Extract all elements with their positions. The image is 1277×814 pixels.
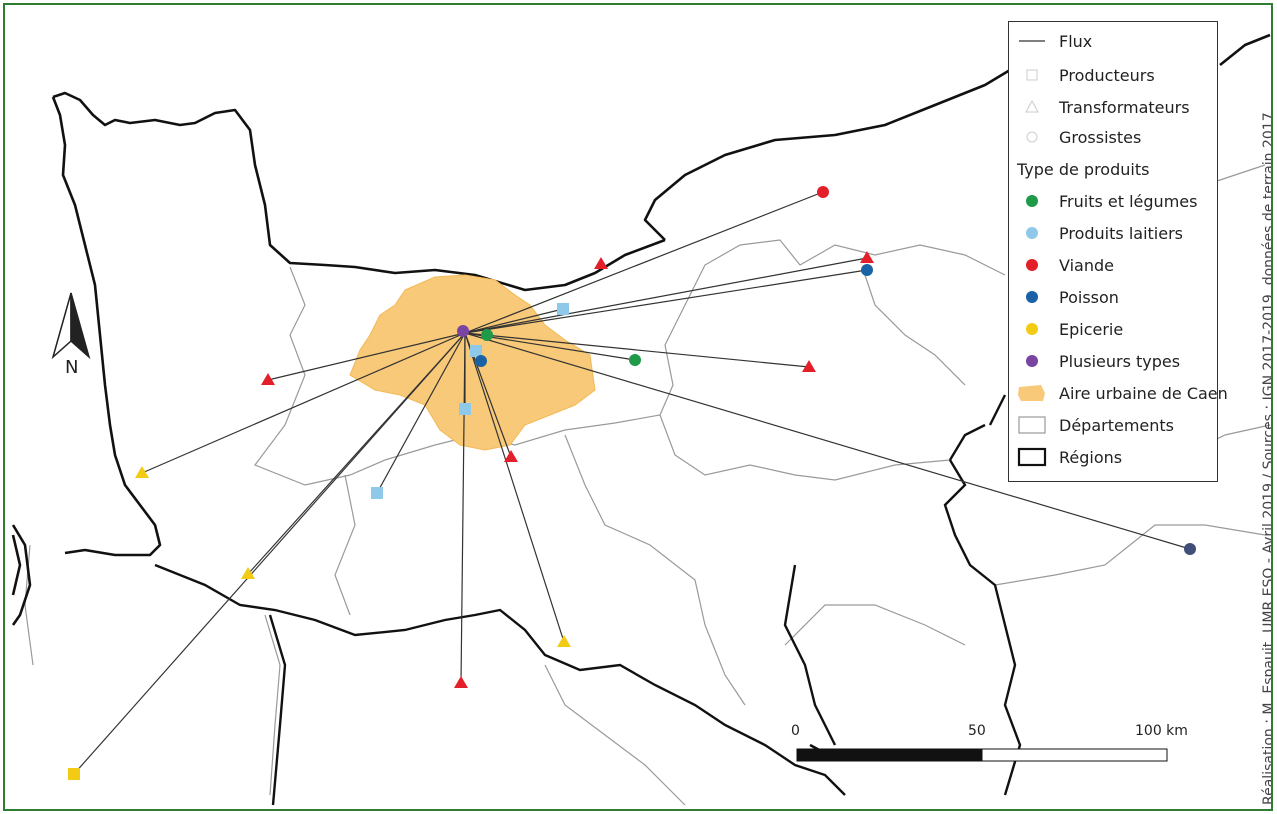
legend-laitiers-label: Produits laitiers — [1059, 223, 1183, 243]
actor-epicerie-4 — [557, 635, 571, 647]
actor-plusieurs-2 — [1184, 543, 1196, 555]
scale-label-end: 100 km — [1135, 723, 1188, 739]
legend-departements: Départements — [1017, 410, 1174, 440]
legend-fruits-label: Fruits et légumes — [1059, 191, 1198, 211]
legend-aire: Aire urbaine de Caen — [1017, 378, 1228, 408]
legend-plusieurs-label: Plusieurs types — [1059, 351, 1181, 371]
legend-epicerie-label: Epicerie — [1059, 319, 1124, 339]
scale-label-zero: 0 — [791, 723, 800, 739]
legend-poisson: Poisson — [1017, 282, 1119, 312]
legend-producteurs: Producteurs — [1017, 60, 1155, 90]
actors — [68, 186, 1196, 780]
aire-patch-icon — [1018, 385, 1045, 401]
poisson-dot-icon — [1026, 291, 1038, 303]
actor-laitiers-3 — [459, 403, 471, 415]
north-label: N — [65, 357, 79, 378]
regions-box-icon — [1017, 447, 1047, 467]
legend-transformateurs-label: Transformateurs — [1059, 97, 1190, 117]
viande-dot-icon — [1026, 259, 1038, 271]
flux-lines — [73, 191, 1191, 775]
legend-producteurs-label: Producteurs — [1059, 65, 1155, 85]
legend-fruits: Fruits et légumes — [1017, 186, 1197, 216]
fruits-dot-icon — [1026, 195, 1038, 207]
actor-fruits-1 — [629, 354, 641, 366]
legend-transformateurs: Transformateurs — [1017, 92, 1190, 122]
flux-line-icon — [1019, 40, 1045, 42]
actor-fruits-2 — [481, 329, 493, 341]
epicerie-dot-icon — [1026, 323, 1038, 335]
actor-viande-1 — [817, 186, 829, 198]
actor-poisson-2 — [475, 355, 487, 367]
scale-label-mid: 50 — [968, 723, 986, 739]
legend-regions: Régions — [1017, 442, 1122, 472]
caen-urban-area — [349, 274, 596, 451]
legend-viande-label: Viande — [1059, 255, 1114, 275]
map-frame: N 0 50 100 km Flux Producteurs Transform… — [3, 3, 1273, 811]
credit-text: Réalisation : M. Espauit, UMR ESO - Avri… — [1261, 112, 1273, 805]
actor-viande-7 — [504, 450, 518, 462]
north-arrow-icon — [51, 292, 91, 360]
actor-laitiers-1 — [557, 303, 569, 315]
legend-aire-label: Aire urbaine de Caen — [1059, 383, 1228, 403]
laitiers-dot-icon — [1026, 227, 1038, 239]
legend: Flux Producteurs Transformateurs Grossis… — [1008, 21, 1228, 482]
plusieurs-dot-icon — [1026, 355, 1038, 367]
actor-plusieurs-1 — [457, 325, 469, 337]
legend-viande: Viande — [1017, 250, 1114, 280]
actor-laitiers-2 — [371, 487, 383, 499]
square-icon — [1026, 69, 1038, 81]
scale-bar — [796, 748, 1168, 762]
regions-boundaries — [154, 394, 1022, 806]
legend-plusieurs: Plusieurs types — [1017, 346, 1180, 376]
actor-laitiers-4 — [470, 345, 482, 357]
triangle-icon — [1025, 99, 1039, 113]
legend-epicerie: Epicerie — [1017, 314, 1123, 344]
actor-viande-4 — [802, 360, 816, 372]
legend-type-heading-label: Type de produits — [1017, 159, 1150, 179]
legend-type-heading: Type de produits — [1017, 154, 1149, 184]
actor-viande-5 — [261, 373, 275, 385]
legend-poisson-label: Poisson — [1059, 287, 1119, 307]
actor-poisson-1 — [861, 264, 873, 276]
legend-grossistes-label: Grossistes — [1059, 127, 1142, 147]
legend-regions-label: Régions — [1059, 447, 1123, 467]
actor-epicerie-1 — [135, 466, 149, 478]
circle-icon — [1026, 131, 1038, 143]
actor-viande-2 — [860, 251, 874, 263]
map-canvas — [11, 33, 1271, 806]
actor-viande-6 — [454, 676, 468, 688]
departements-box-icon — [1018, 416, 1046, 434]
legend-departements-label: Départements — [1059, 415, 1174, 435]
legend-flux: Flux — [1017, 26, 1092, 56]
actor-epicerie-3 — [68, 768, 80, 780]
actor-viande-3 — [594, 257, 608, 269]
coastline — [11, 33, 1271, 755]
actor-epicerie-2 — [241, 567, 255, 579]
legend-laitiers: Produits laitiers — [1017, 218, 1183, 248]
legend-flux-label: Flux — [1059, 31, 1093, 51]
legend-grossistes: Grossistes — [1017, 122, 1141, 152]
